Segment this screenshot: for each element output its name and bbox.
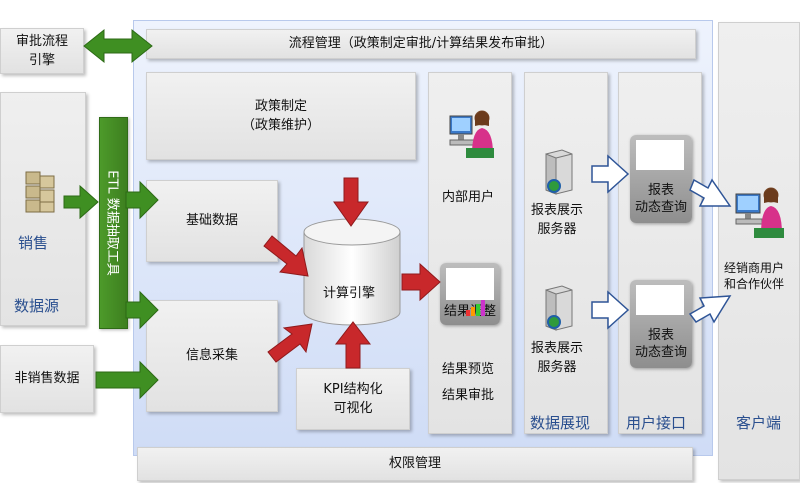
etl-to-basic-arrow [125, 180, 159, 220]
client-user-icon [734, 180, 784, 240]
client-column-label: 客户端 [736, 414, 782, 432]
policy-box: 政策制定 （政策维护） [146, 72, 416, 160]
policy-to-engine-arrow [333, 177, 369, 227]
engine-to-result-arrow [401, 262, 441, 302]
data-display-column [524, 72, 608, 434]
kpi-box: KPI结构化 可视化 [296, 368, 410, 430]
etl-tool-bar: ETL 数据抽取工具 [99, 117, 128, 329]
approval-double-arrow [83, 28, 153, 64]
query1-to-client-arrow [689, 178, 732, 207]
calc-engine-cylinder [302, 218, 402, 328]
info-collection-box: 信息采集 [146, 300, 278, 412]
data-display-label: 数据展现 [530, 414, 591, 432]
dynamic-query-label-1: 报表 动态查询 [634, 183, 687, 216]
kpi-to-engine-arrow [334, 321, 372, 369]
server1-to-query-arrow [591, 154, 630, 194]
server-icon-1 [542, 148, 576, 200]
sales-to-etl-arrow [63, 184, 99, 220]
report-server-label-2: 报表展示 服务器 [531, 341, 584, 375]
sales-label: 销售 [18, 234, 49, 252]
result-audit-label: 结果审批 [442, 388, 495, 403]
user-interface-label: 用户接口 [626, 414, 687, 432]
dynamic-query-card-1: 报表 动态查询 [630, 135, 692, 223]
info-to-engine-arrow [267, 323, 313, 363]
result-preview-label: 结果预览 [442, 362, 495, 377]
server-icon-2 [542, 284, 576, 336]
server-stack-icon [24, 170, 58, 214]
server2-to-query-arrow [591, 290, 630, 330]
non-sales-data-box: 非销售数据 [0, 345, 94, 413]
internal-user-icon [448, 104, 494, 160]
calc-engine-label: 计算引擎 [323, 286, 376, 301]
basic-data-box: 基础数据 [146, 180, 278, 262]
bar-chart-icon [466, 300, 488, 320]
user-interface-column [618, 72, 702, 434]
process-management-bar: 流程管理（政策制定审批/计算结果发布审批） [146, 29, 696, 59]
query2-to-client-arrow [688, 295, 732, 324]
internal-user-label: 内部用户 [442, 190, 495, 205]
dynamic-query-label-2: 报表 动态查询 [634, 328, 687, 361]
approval-engine-box: 审批流程 引擎 [0, 28, 84, 74]
report-server-label-1: 报表展示 服务器 [531, 203, 584, 237]
client-user-label: 经销商用户 和合作伙伴 [724, 261, 785, 292]
data-source-label: 数据源 [14, 297, 60, 315]
nonsales-to-info-arrow [95, 360, 159, 400]
basic-to-engine-arrow [263, 235, 309, 277]
permission-management-bar: 权限管理 [137, 447, 693, 481]
etl-to-info-arrow [125, 290, 159, 330]
dynamic-query-card-2: 报表 动态查询 [630, 280, 692, 368]
